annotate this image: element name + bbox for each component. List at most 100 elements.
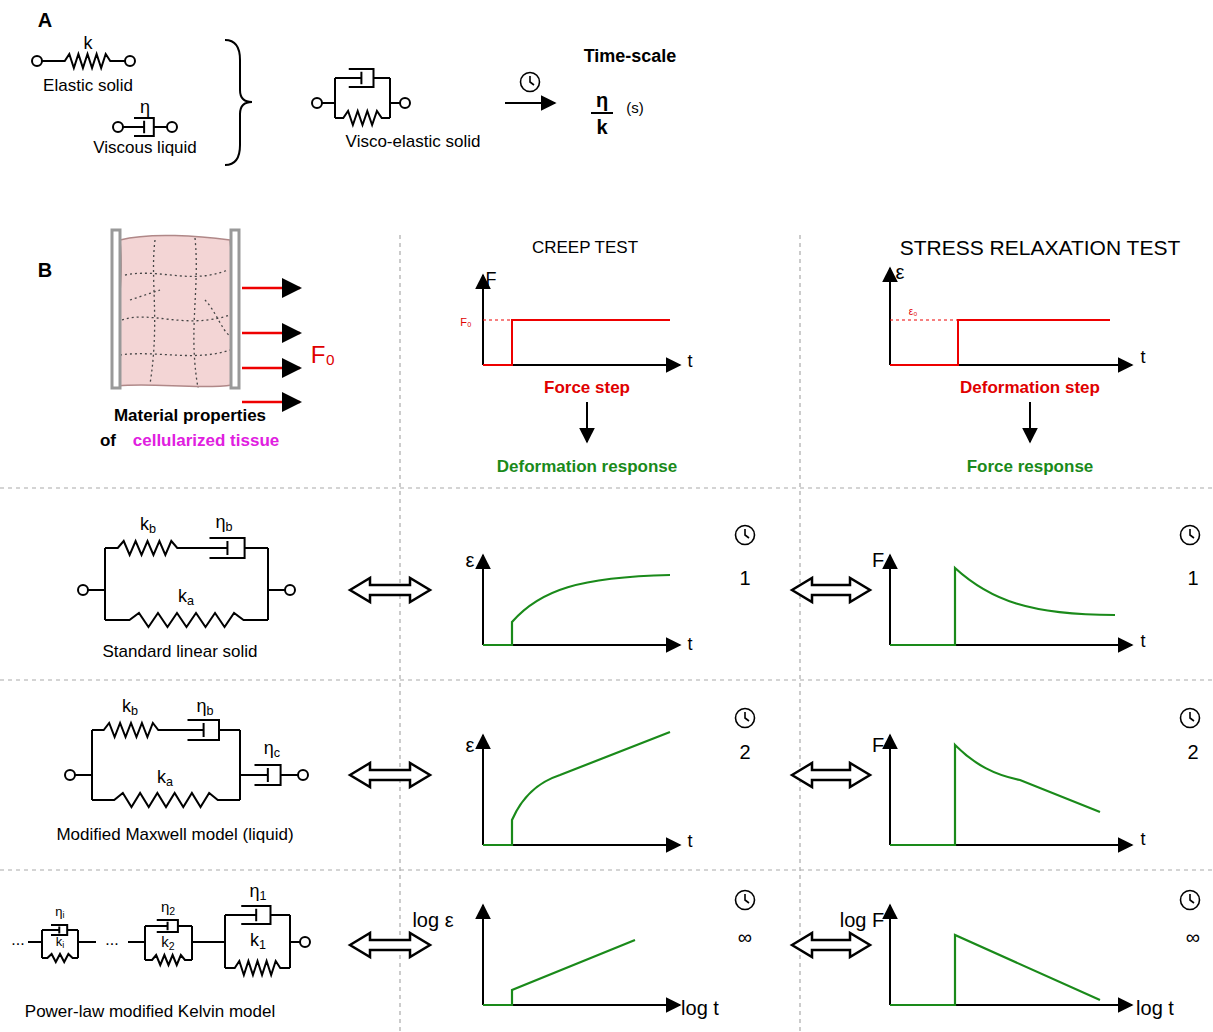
model-stroke bbox=[192, 941, 225, 943]
label: Viscous liquid bbox=[93, 139, 197, 158]
model-stroke bbox=[225, 961, 290, 975]
model-stroke bbox=[145, 922, 168, 930]
model-stroke bbox=[390, 102, 400, 104]
label: η bbox=[596, 89, 608, 111]
label: of bbox=[100, 432, 116, 451]
label: η bbox=[140, 98, 150, 118]
label: η2 bbox=[161, 899, 175, 917]
label: log ε bbox=[412, 909, 453, 931]
model-stroke bbox=[65, 770, 75, 780]
label: ηb bbox=[215, 513, 232, 535]
model-stroke bbox=[41, 930, 43, 958]
model-stroke bbox=[125, 56, 135, 66]
model-stroke bbox=[157, 920, 192, 932]
label: k2 bbox=[161, 934, 174, 952]
model-stroke bbox=[134, 118, 167, 136]
model-stroke bbox=[334, 78, 336, 118]
model-stroke bbox=[105, 613, 268, 627]
label: 2 bbox=[1187, 741, 1198, 763]
label: ka bbox=[178, 587, 194, 609]
model-stroke bbox=[400, 98, 410, 108]
model-stroke bbox=[190, 541, 227, 555]
model-stroke bbox=[144, 926, 146, 960]
model-stroke bbox=[312, 98, 322, 108]
label: ηb bbox=[196, 697, 213, 719]
model-stroke bbox=[145, 955, 192, 965]
label: ki bbox=[56, 935, 65, 950]
model-stroke bbox=[255, 765, 299, 785]
model-stroke bbox=[32, 56, 42, 66]
label: t bbox=[687, 635, 692, 655]
model-stroke bbox=[241, 906, 290, 924]
label: F₀ bbox=[311, 342, 336, 368]
model-stroke bbox=[42, 954, 78, 962]
label: t bbox=[1140, 632, 1145, 652]
label: (s) bbox=[626, 100, 644, 117]
label: kb bbox=[140, 515, 156, 537]
label: k bbox=[596, 116, 607, 138]
label: ε bbox=[466, 549, 475, 571]
label: ε bbox=[466, 734, 475, 756]
model-stroke bbox=[78, 585, 88, 595]
label: ∞ bbox=[1186, 926, 1200, 948]
label: F bbox=[872, 549, 884, 571]
label: STRESS RELAXATION TEST bbox=[900, 236, 1180, 259]
model-stroke bbox=[77, 930, 79, 958]
model-stroke bbox=[322, 102, 335, 104]
label: log t bbox=[681, 997, 719, 1019]
model-stroke bbox=[105, 541, 190, 555]
model-stroke bbox=[128, 941, 145, 943]
label: t bbox=[1140, 830, 1145, 850]
model-stroke bbox=[113, 122, 123, 132]
model-stroke bbox=[123, 121, 144, 134]
label: Deformation response bbox=[497, 458, 677, 477]
model-stroke bbox=[389, 78, 391, 118]
model-stroke bbox=[78, 941, 96, 943]
model-stroke bbox=[92, 723, 170, 737]
model-stroke bbox=[298, 770, 308, 780]
model-stroke bbox=[170, 723, 204, 737]
label: ηc bbox=[264, 739, 280, 761]
model-stroke bbox=[300, 937, 310, 947]
model-stroke bbox=[55, 54, 120, 68]
model-stroke bbox=[267, 548, 269, 620]
model-stroke bbox=[42, 60, 55, 62]
label: F bbox=[872, 734, 884, 756]
label: t bbox=[687, 832, 692, 852]
label: F bbox=[486, 270, 497, 290]
model-stroke bbox=[88, 589, 105, 591]
model-stroke bbox=[335, 111, 390, 125]
label: ε₀ bbox=[909, 306, 918, 317]
model-stroke bbox=[224, 915, 226, 968]
label: 2 bbox=[739, 741, 750, 763]
label: k1 bbox=[250, 931, 266, 953]
label: η1 bbox=[249, 882, 266, 904]
model-stroke bbox=[104, 548, 106, 620]
label: Modified Maxwell model (liquid) bbox=[56, 826, 293, 845]
label: Standard linear solid bbox=[103, 643, 258, 662]
model-stroke bbox=[239, 730, 241, 800]
model-stroke bbox=[225, 909, 256, 922]
model-stroke bbox=[75, 774, 92, 776]
label: ... bbox=[105, 931, 118, 949]
model-stroke bbox=[285, 585, 295, 595]
label: A bbox=[38, 9, 52, 31]
label: t bbox=[687, 352, 692, 372]
label: 1 bbox=[739, 567, 750, 589]
model-stroke bbox=[42, 927, 59, 934]
model-stroke bbox=[91, 730, 93, 800]
label: B bbox=[38, 259, 52, 281]
model-stroke bbox=[268, 589, 285, 591]
label: Visco-elastic solid bbox=[346, 133, 481, 152]
label: Power-law modified Kelvin model bbox=[25, 1003, 275, 1022]
label: Material properties bbox=[114, 407, 266, 426]
label: F₀ bbox=[460, 316, 471, 328]
label: CREEP TEST bbox=[532, 239, 638, 258]
label: Deformation step bbox=[960, 379, 1100, 398]
model-stroke bbox=[335, 72, 361, 85]
model-stroke bbox=[188, 720, 241, 740]
label: Elastic solid bbox=[43, 77, 133, 96]
label: 1 bbox=[1187, 567, 1198, 589]
label: Force step bbox=[544, 379, 630, 398]
label: cellularized tissue bbox=[133, 432, 279, 451]
